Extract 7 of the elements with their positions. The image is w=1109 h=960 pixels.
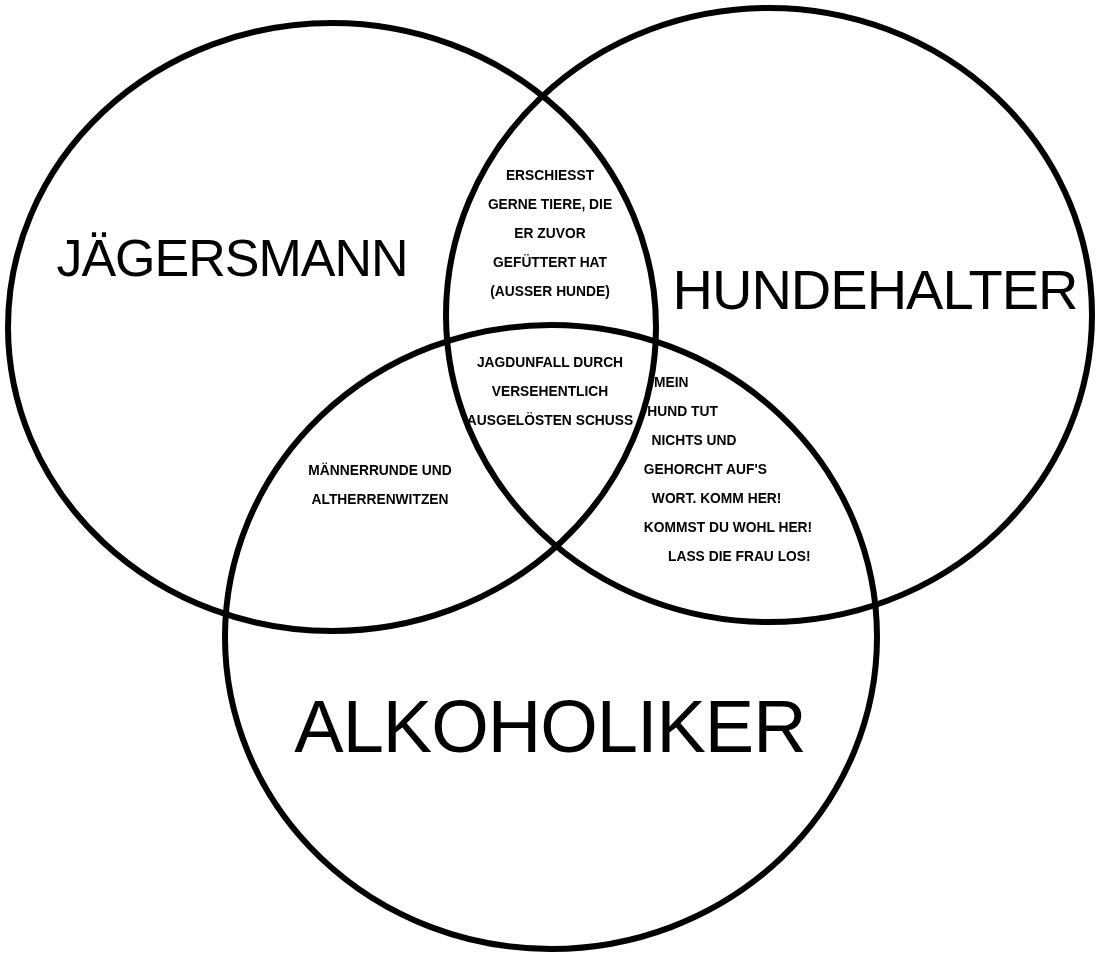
region-text: MEIN HUND TUT NICHTS UND GEHORCHT AUF'S WORT. KOMM HER! KOMMST DU WOHL HER! LASS DIE FRAU LOS! — [643, 373, 813, 564]
set-title: ALKOHOLIKER — [294, 690, 806, 764]
set-title: JÄGERSMANN — [56, 232, 408, 284]
region-text: MÄNNERRUNDE UND ALTHERRENWITZEN — [307, 460, 453, 509]
set-title: HUNDEHALTER — [672, 262, 1078, 318]
region-text: JAGDUNFALL DURCH VERSEHENTLICH AUSGELÖSTEN SCHUSS — [465, 352, 635, 430]
region-text: ERSCHIESST GERNE TIERE, DIE ER ZUVOR GEFÜTTERT HAT (AUSSER HUNDE) — [486, 165, 614, 301]
